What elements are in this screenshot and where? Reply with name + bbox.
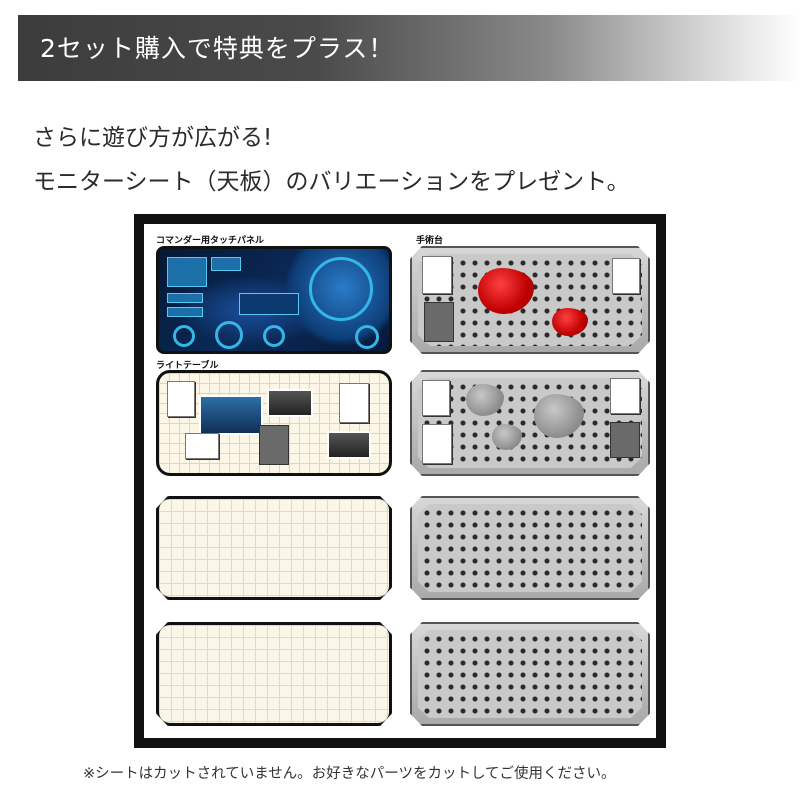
headline-line-2: モニターシート（天板）のバリエーションをプレゼント。 bbox=[33, 169, 630, 195]
gray-splatter bbox=[492, 424, 522, 450]
document-card bbox=[185, 433, 219, 459]
headline-line-1: さらに遊び方が広がる! bbox=[33, 125, 273, 151]
gray-splatter bbox=[466, 384, 504, 416]
xray-photo bbox=[267, 389, 313, 417]
document-card bbox=[259, 425, 289, 465]
gauge-ring bbox=[263, 325, 285, 347]
map-display bbox=[239, 293, 299, 315]
monitor-sheet-image: コマンダー用タッチパネル 手術台 ライトテーブル bbox=[134, 214, 666, 748]
light-table-panel bbox=[156, 370, 392, 476]
document-card bbox=[167, 381, 195, 417]
screen-widget bbox=[167, 257, 207, 287]
commander-touch-panel bbox=[156, 246, 392, 354]
banner-title: 2セット購入で特典をプラス！ bbox=[40, 34, 395, 63]
gauge-ring bbox=[173, 325, 195, 347]
blank-grid-sheet bbox=[156, 622, 392, 726]
blank-grid-sheet bbox=[156, 496, 392, 600]
perforated-surface bbox=[418, 504, 642, 592]
sheet-canvas: コマンダー用タッチパネル 手術台 ライトテーブル bbox=[144, 224, 656, 738]
title-banner: 2セット購入で特典をプラス！ bbox=[18, 15, 800, 81]
label-commander-panel: コマンダー用タッチパネル bbox=[156, 236, 265, 246]
label-light-table: ライトテーブル bbox=[156, 361, 219, 371]
blood-splatter bbox=[552, 308, 588, 336]
gray-splatter bbox=[534, 394, 584, 438]
document-card bbox=[422, 256, 452, 294]
surgery-table-frame-clean bbox=[410, 370, 650, 476]
perforated-surface bbox=[418, 254, 642, 346]
document-card bbox=[612, 258, 640, 294]
blank-perforated-sheet bbox=[410, 496, 650, 600]
blank-perforated-sheet bbox=[410, 622, 650, 726]
screen-widget bbox=[211, 257, 241, 271]
label-surgery-table: 手術台 bbox=[416, 236, 444, 246]
screen-widget bbox=[167, 307, 203, 317]
gauge-ring bbox=[215, 321, 243, 349]
document-card bbox=[610, 422, 640, 458]
perforated-surface bbox=[418, 378, 642, 468]
gauge-ring bbox=[355, 325, 379, 349]
document-card bbox=[424, 302, 454, 342]
surface-photo bbox=[327, 431, 371, 459]
document-card bbox=[339, 383, 369, 423]
document-card bbox=[422, 380, 450, 416]
world-map-photo bbox=[199, 395, 263, 435]
document-card bbox=[610, 378, 640, 414]
screen-widget bbox=[167, 293, 203, 303]
globe-display bbox=[309, 257, 373, 321]
document-card bbox=[422, 424, 452, 464]
perforated-surface bbox=[418, 630, 642, 718]
surgery-table-frame bbox=[410, 246, 650, 354]
blood-splatter bbox=[478, 268, 534, 314]
footnote: ※シートはカットされていません。お好きなパーツをカットしてご使用ください。 bbox=[83, 766, 616, 782]
